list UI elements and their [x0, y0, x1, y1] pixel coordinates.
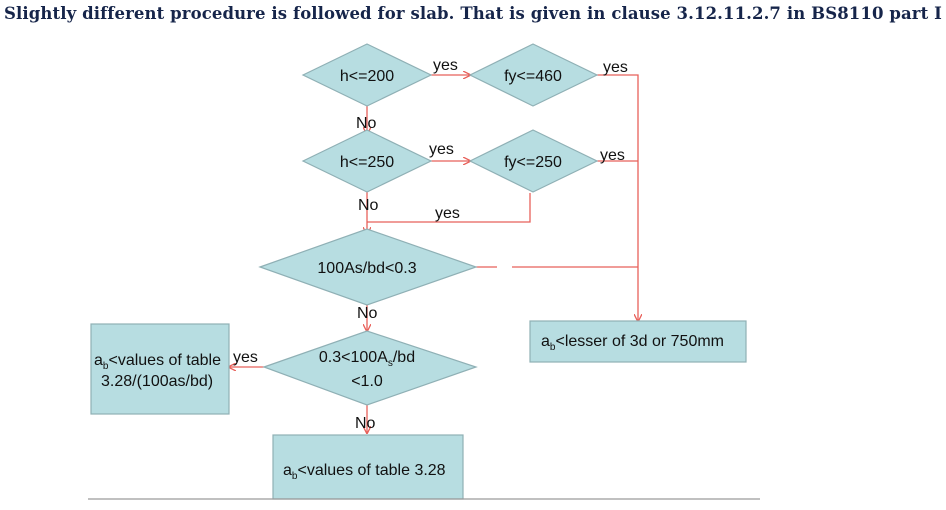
- decision-h-250-label: h<=250: [340, 154, 394, 171]
- edge-d2-right-box: [597, 74, 638, 321]
- result-box-table-label: ab<values of table 3.28: [283, 462, 446, 482]
- decision-fy-250-label: fy<=250: [504, 154, 562, 171]
- result-box-table-ratio-label-2: 3.28/(100as/bd): [101, 373, 213, 390]
- decision-range: [262, 330, 478, 406]
- edge-label-yes-5: yes: [435, 205, 460, 222]
- edge-label-yes-4: yes: [600, 147, 625, 164]
- edge-label-no-3: No: [357, 305, 378, 322]
- edge-label-no-2: No: [358, 197, 379, 214]
- result-box-table: [272, 434, 464, 500]
- decision-range-label-2: <1.0: [351, 373, 383, 390]
- connectors: [229, 75, 638, 433]
- result-box-table-ratio-label-1: ab<values of table: [94, 352, 221, 372]
- edge-label-yes-3: yes: [429, 141, 454, 158]
- edge-label-no-4: No: [355, 415, 376, 432]
- decision-fy-250: [468, 129, 599, 193]
- edge-label-no-1: No: [356, 115, 377, 132]
- decision-h-250: [301, 129, 433, 193]
- decision-100as-bd: [258, 228, 478, 306]
- decision-h-200-label: h<=200: [340, 68, 394, 85]
- decision-100as-bd-label: 100As/bd<0.3: [317, 260, 416, 277]
- result-box-lesser: [529, 320, 747, 363]
- edge-d4-merge: [367, 193, 531, 223]
- edge-label-yes-2: yes: [603, 59, 628, 76]
- result-box-lesser-label: ab<lesser of 3d or 750mm: [541, 333, 724, 353]
- page-title: Slightly different procedure is followed…: [4, 4, 942, 23]
- decision-fy-460: [468, 43, 599, 107]
- decision-h-200: [301, 43, 433, 107]
- edge-label-yes-6: yes: [233, 349, 258, 366]
- decision-fy-460-label: fy<=460: [504, 68, 562, 85]
- edge-label-yes-1: yes: [433, 57, 458, 74]
- decision-range-label-1: 0.3<100As/bd: [319, 349, 415, 369]
- result-box-table-ratio: [90, 323, 230, 415]
